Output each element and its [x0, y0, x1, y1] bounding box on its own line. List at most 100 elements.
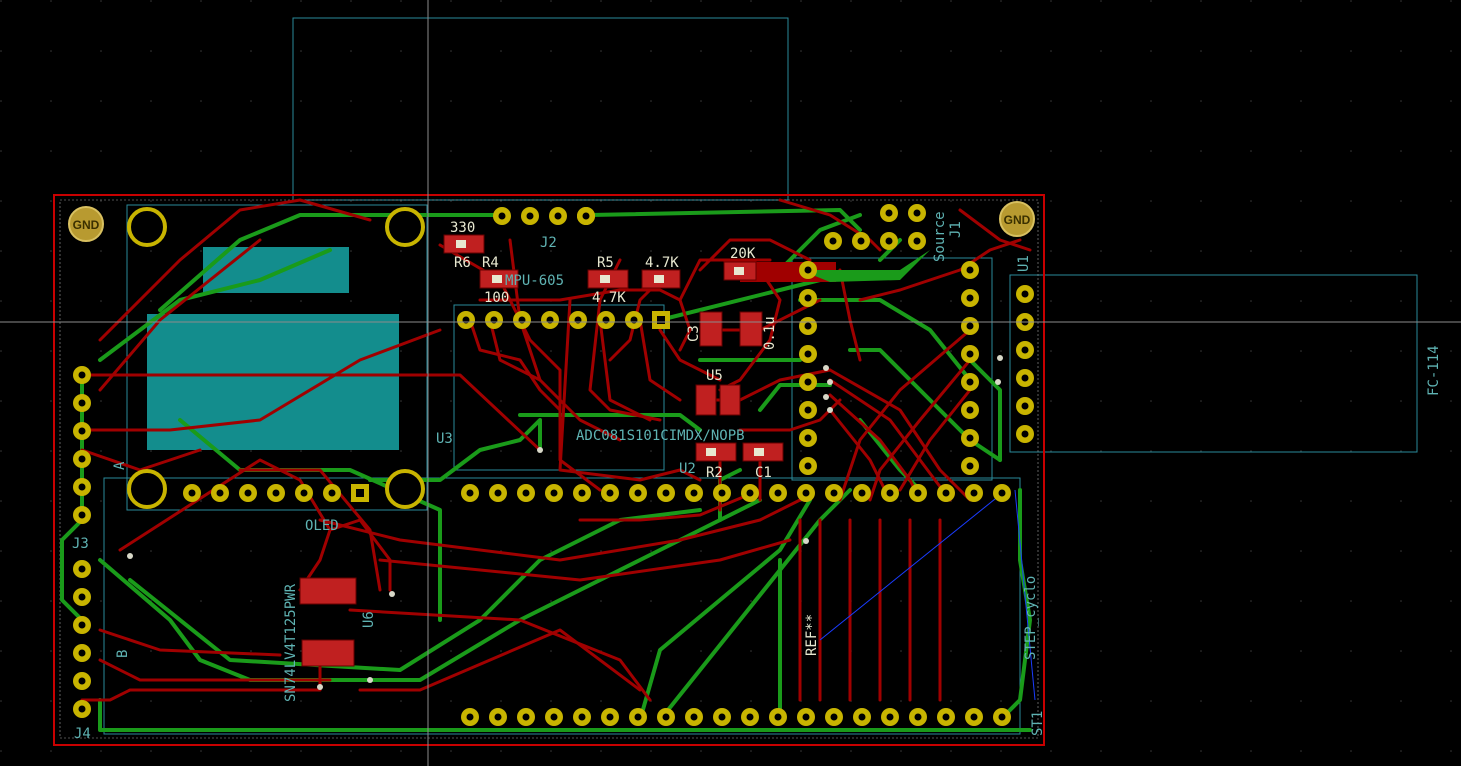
r5-ref: R5	[597, 255, 614, 271]
pad-drill	[804, 350, 812, 358]
c1-ref: C1	[755, 465, 772, 481]
ratsnest	[819, 489, 1036, 701]
pad-drill	[998, 713, 1006, 721]
u1-ref: U1	[1016, 255, 1032, 272]
pad-drill	[1021, 430, 1029, 438]
pad-drill	[526, 212, 534, 220]
r4-ref: R4	[482, 255, 499, 271]
pad-drill	[244, 489, 252, 497]
pad-drill	[300, 489, 308, 497]
pad-drill	[328, 489, 336, 497]
large-mounting-pads	[127, 207, 425, 509]
pad-drill	[966, 378, 974, 386]
r6-value: 330	[450, 220, 475, 236]
pad-drill	[970, 489, 978, 497]
r2-ref: R2	[706, 465, 723, 481]
pad-drill	[498, 212, 506, 220]
pad-drill	[494, 713, 502, 721]
pad-drill	[966, 266, 974, 274]
level-shifter-value: SN74LV4T125PWR	[283, 583, 299, 702]
pad-drill	[657, 316, 665, 324]
gnd-hole-right: GND	[999, 201, 1035, 237]
pad-drill	[78, 705, 86, 713]
pad-drill	[550, 489, 558, 497]
pad-drill	[966, 294, 974, 302]
r3-value: 4.7K	[645, 255, 679, 271]
pad-drill	[804, 434, 812, 442]
c2-value: 0.1u	[762, 316, 778, 350]
pad-drill	[634, 713, 642, 721]
pad-drill	[522, 713, 530, 721]
board-edge	[53, 194, 1045, 746]
pad-drill	[858, 489, 866, 497]
source-ref: Source	[932, 211, 948, 262]
pad-drill	[356, 489, 364, 497]
front-copper-traces	[80, 198, 1032, 702]
u5-ref: U5	[706, 368, 723, 384]
pad-drill	[216, 489, 224, 497]
pad-drill	[746, 489, 754, 497]
pad-drill	[857, 237, 865, 245]
u3-ref: U3	[436, 431, 453, 447]
pad-drill	[998, 489, 1006, 497]
pad-drill	[1021, 374, 1029, 382]
pad-drill	[78, 677, 86, 685]
pad-drill	[914, 489, 922, 497]
pad-drill	[966, 406, 974, 414]
pad-drill	[804, 322, 812, 330]
u6-ref: U6	[361, 611, 377, 628]
component-labels: 330 R6 R4 100 J2 MPU-605 R5 4.7K 4.7K 20…	[72, 211, 1442, 742]
board-edge-inner	[59, 199, 1039, 739]
pad-drill	[554, 212, 562, 220]
ref-stars: REF**	[804, 614, 820, 656]
pad-drill	[774, 489, 782, 497]
pad-drill	[606, 713, 614, 721]
pad-drill	[942, 713, 950, 721]
r5-value: 4.7K	[592, 290, 626, 306]
pad-drill	[1021, 402, 1029, 410]
pad-drill	[578, 713, 586, 721]
pad-drill	[272, 489, 280, 497]
j1-ref: J1	[948, 221, 964, 238]
pad-drill	[690, 489, 698, 497]
pad-drill	[578, 489, 586, 497]
gnd-label: GND	[1004, 213, 1031, 227]
pad-drill	[966, 462, 974, 470]
pad-drill	[634, 489, 642, 497]
pad-drill	[78, 371, 86, 379]
courtyards	[103, 17, 1418, 735]
pad-drill	[78, 649, 86, 657]
pad-drill	[830, 489, 838, 497]
gnd-hole-left: GND	[68, 206, 104, 242]
pad-drill	[802, 713, 810, 721]
pad-drill	[966, 350, 974, 358]
pad-drill	[966, 322, 974, 330]
through-hole-pads	[73, 204, 1034, 726]
pad-drill	[690, 713, 698, 721]
pad-drill	[606, 489, 614, 497]
j4-ref: J4	[74, 726, 91, 742]
pad-drill	[804, 294, 812, 302]
smd-pad-centers	[456, 240, 764, 456]
gnd-label: GND	[73, 218, 100, 232]
pad-drill	[802, 489, 810, 497]
pad-drill	[1021, 346, 1029, 354]
pad-drill	[78, 593, 86, 601]
pad-drill	[1021, 290, 1029, 298]
pad-drill	[830, 713, 838, 721]
pad-drill	[804, 266, 812, 274]
pad-drill	[746, 713, 754, 721]
pad-drill	[466, 713, 474, 721]
fc114-value: FC-114	[1426, 345, 1442, 396]
r1-value: 20K	[730, 246, 756, 262]
pad-drill	[804, 462, 812, 470]
pad-drill	[858, 713, 866, 721]
adc-value: ADC081S101CIMDX/NOPB	[576, 428, 745, 444]
pad-drill	[494, 489, 502, 497]
pad-drill	[718, 489, 726, 497]
pad-drill	[774, 713, 782, 721]
pad-drill	[942, 489, 950, 497]
j3-ref: J3	[72, 536, 89, 552]
